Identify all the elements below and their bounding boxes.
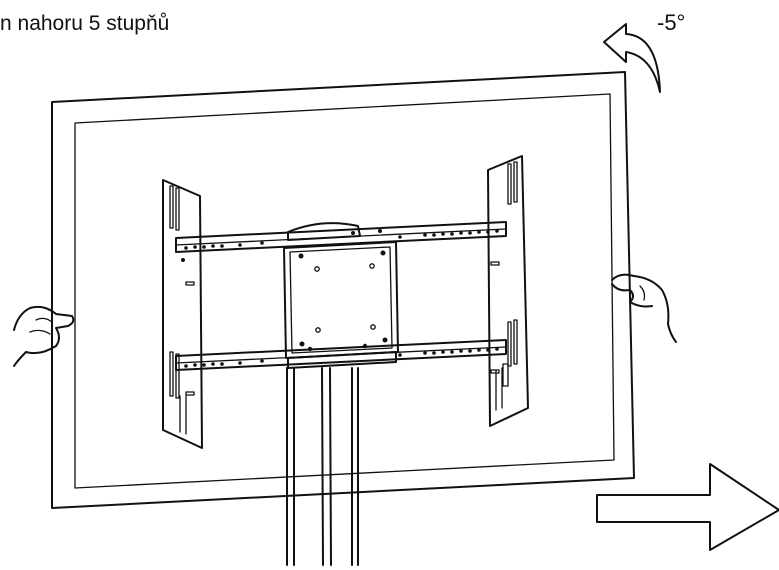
direction-arrow-icon [596, 463, 779, 551]
right-hand-icon [611, 273, 677, 343]
rotate-arrow-icon [603, 23, 661, 93]
instruction-caption: n nahoru 5 stupňů [0, 12, 170, 35]
tv-screen [51, 71, 635, 509]
stand-poles [286, 367, 359, 566]
left-vertical-bracket [162, 179, 203, 449]
central-mount-plate [283, 222, 399, 369]
tilt-angle-label: -5° [657, 10, 686, 35]
left-hand-icon [13, 305, 75, 367]
right-vertical-bracket [487, 155, 529, 427]
